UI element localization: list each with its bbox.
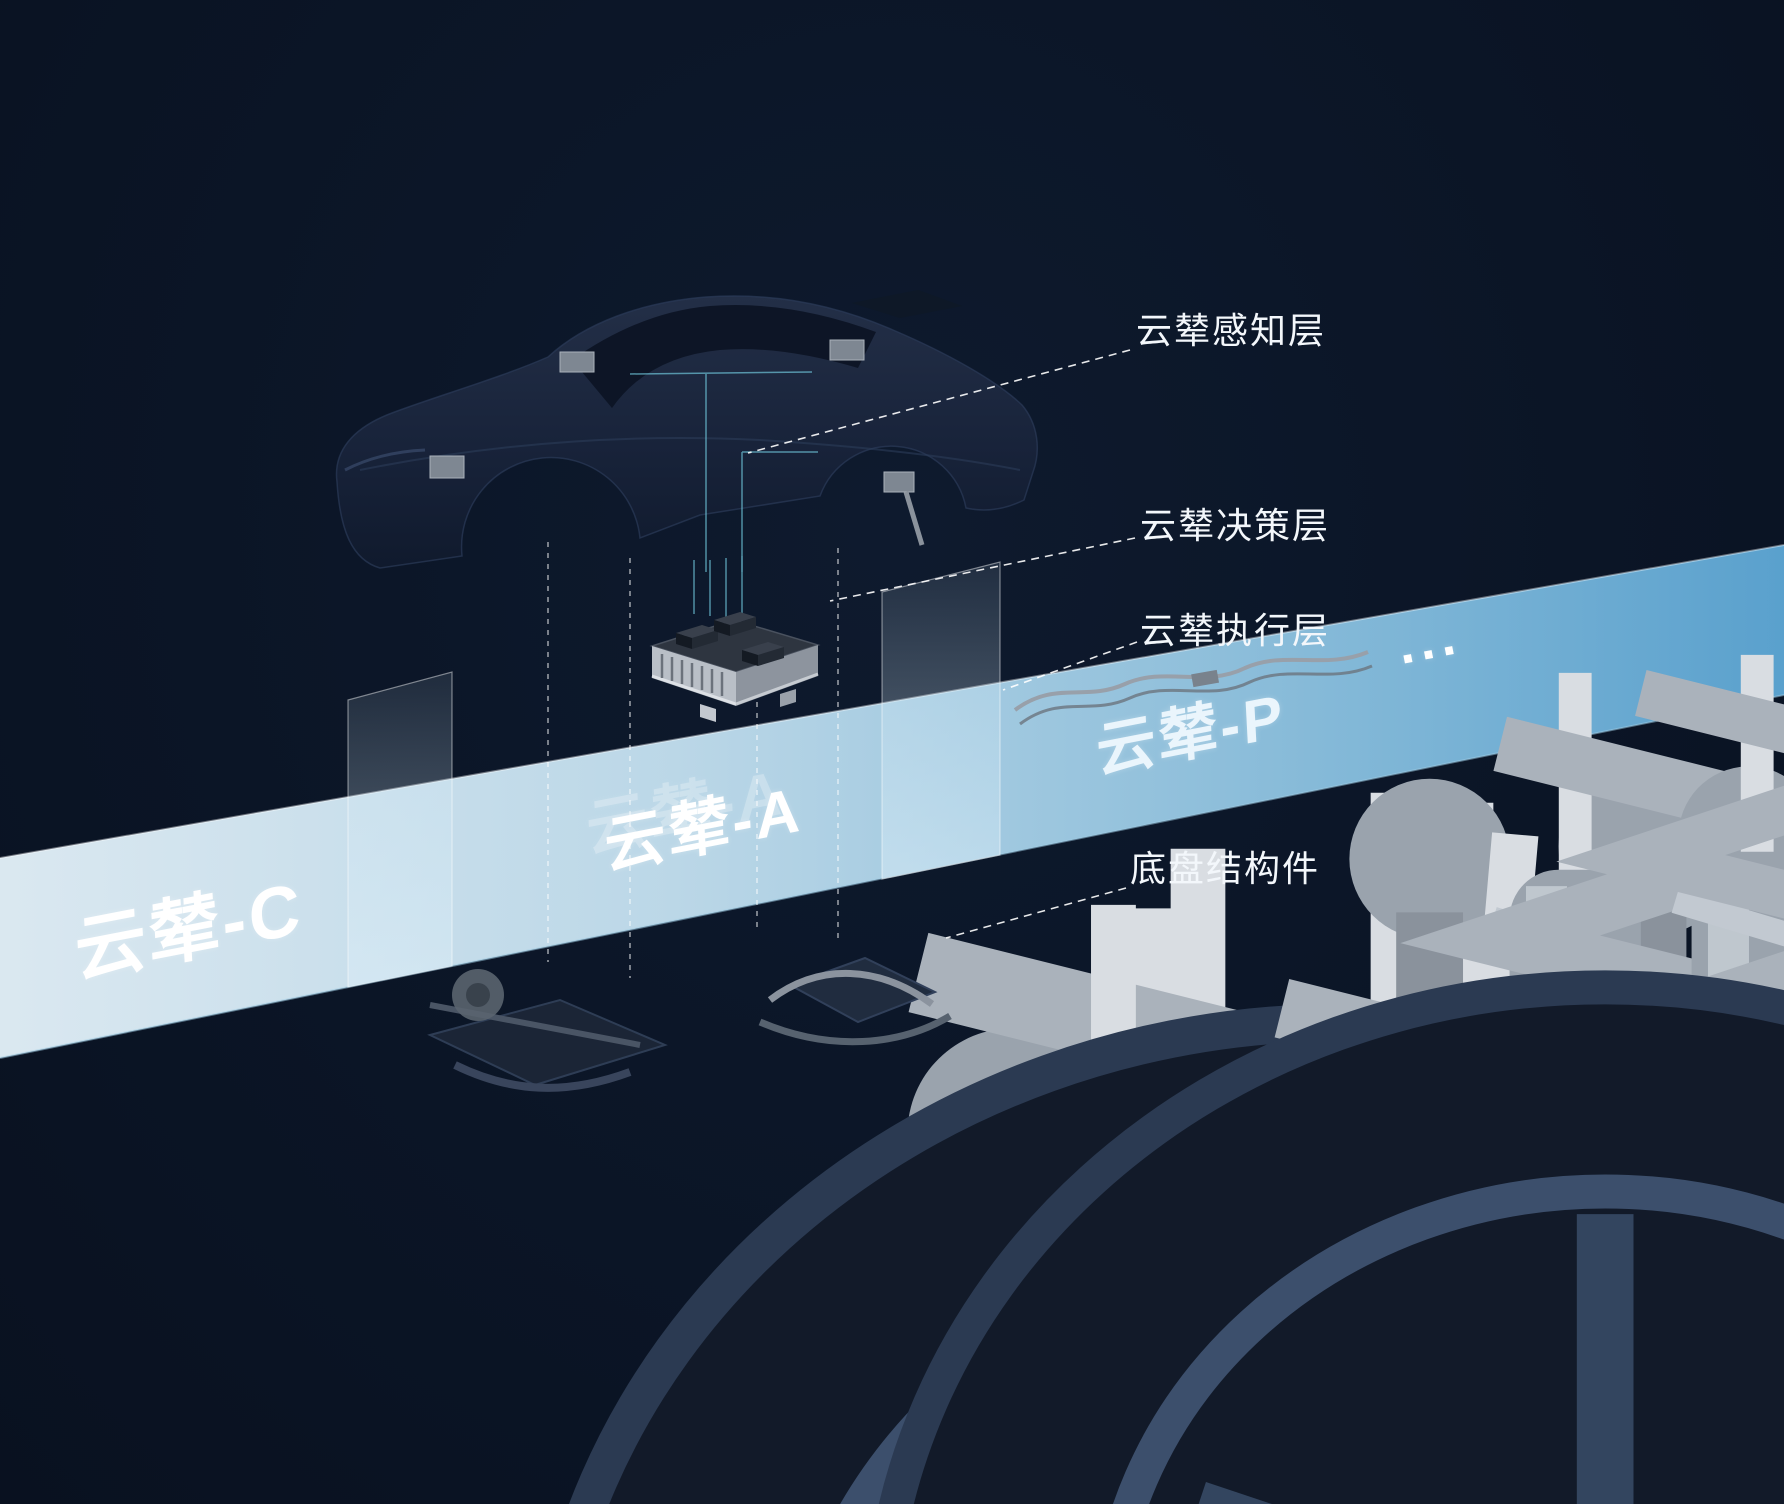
drop-lines bbox=[547, 542, 839, 978]
ecu-illustration bbox=[649, 612, 821, 722]
ribbon-label-more: ... bbox=[1392, 604, 1466, 676]
ecu-connectors bbox=[676, 612, 784, 666]
label-decision-layer: 云辇决策层 bbox=[1140, 505, 1331, 546]
label-execution-layer: 云辇执行层 bbox=[1140, 610, 1331, 651]
car-body-illustration bbox=[335, 290, 1039, 618]
label-chassis-parts: 底盘结构件 bbox=[1130, 848, 1321, 889]
rear-axle-illustration bbox=[758, 956, 1784, 1504]
execution-parts-cluster bbox=[1013, 650, 1784, 1504]
sensor-pods bbox=[429, 339, 925, 546]
callout-lines bbox=[747, 349, 1138, 939]
front-axle-illustration bbox=[427, 969, 1784, 1504]
label-perception-layer: 云辇感知层 bbox=[1136, 310, 1327, 351]
sensor-circuit-lines bbox=[629, 371, 818, 618]
divider-panels bbox=[347, 561, 1001, 988]
